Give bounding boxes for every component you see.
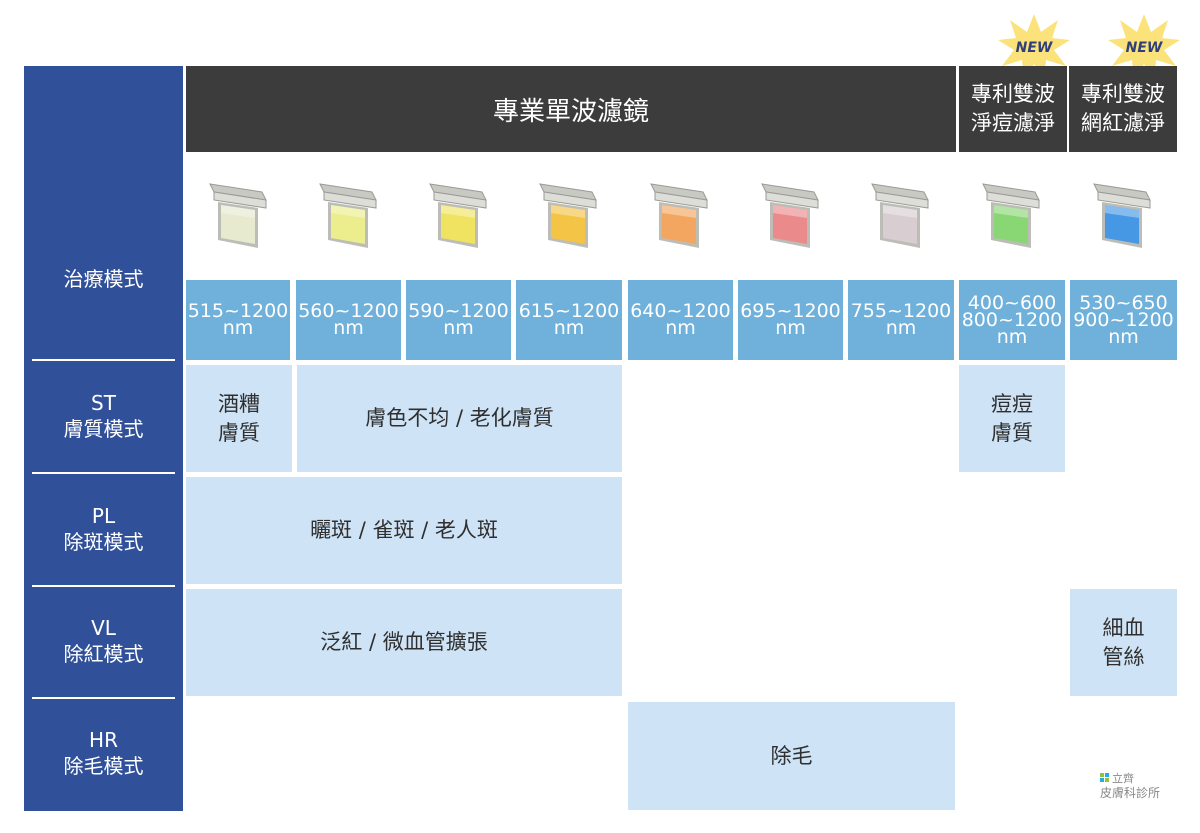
indication-spots: 曬斑 / 雀斑 / 老人斑 <box>186 477 622 584</box>
mode-label-vl: VL 除紅模式 <box>24 615 183 667</box>
filter-cartridge-image <box>319 183 377 248</box>
wavelength-range: 800~1200 <box>961 308 1063 331</box>
wavelength-range: 560~1200 <box>298 300 399 322</box>
wavelength-cell: 530~650 900~1200 nm <box>1070 280 1177 360</box>
mode-divider <box>32 472 175 474</box>
filter-cartridge-image <box>429 183 487 248</box>
indication-hair-removal: 除毛 <box>628 702 955 810</box>
indication-rosacea-skin: 酒糟 膚質 <box>186 365 292 472</box>
header-patent-acne-line2: 淨痘濾淨 <box>971 111 1055 135</box>
indication-line: 膚質 <box>218 420 260 445</box>
mode-code: PL <box>91 504 116 528</box>
mode-code: HR <box>89 728 118 752</box>
filter-cartridge-image <box>209 183 267 248</box>
header-patent-red: 專利雙波 網紅濾淨 <box>1069 66 1177 152</box>
wavelength-unit: nm <box>775 317 806 339</box>
filter-cartridge-image <box>871 183 929 248</box>
filter-cartridge-image <box>761 183 819 248</box>
header-separator <box>1067 70 1069 146</box>
mode-name: 膚質模式 <box>63 417 144 441</box>
wavelength-cell: 515~1200 nm <box>186 280 290 360</box>
wavelength-cell: 400~600 800~1200 nm <box>959 280 1065 360</box>
mode-label-pl: PL 除斑模式 <box>24 503 183 555</box>
mode-label-st: ST 膚質模式 <box>24 390 183 442</box>
mode-divider <box>32 359 175 361</box>
wavelength-unit: nm <box>222 317 254 339</box>
header-separator <box>957 70 959 146</box>
mode-code: ST <box>91 391 116 415</box>
mode-divider <box>32 697 175 699</box>
svg-text:立齊: 立齊 <box>1112 771 1134 785</box>
new-badge-burst <box>1108 14 1180 80</box>
header-single-wave-filters: 專業單波濾鏡 <box>186 66 956 152</box>
wavelength-cell: 640~1200 nm <box>628 280 733 360</box>
indication-redness: 泛紅 / 微血管擴張 <box>186 589 622 696</box>
mode-column-title: 治療模式 <box>63 267 144 291</box>
clinic-logo: 立齊 皮膚科診所 <box>1100 771 1160 800</box>
new-badge-label: NEW <box>1125 40 1163 56</box>
wavelength-range: 755~1200 <box>850 300 952 322</box>
header-patent-acne-line1: 專利雙波 <box>971 82 1055 106</box>
wavelength-cell: 695~1200 nm <box>738 280 843 360</box>
wavelength-unit: nm <box>553 317 585 339</box>
wavelength-range: 515~1200 <box>187 300 289 322</box>
wavelength-range: 400~600 <box>967 291 1057 314</box>
indication-line: 管絲 <box>1102 644 1145 669</box>
wavelength-cell: 615~1200 nm <box>516 280 622 360</box>
wavelength-unit: nm <box>1108 325 1139 348</box>
filter-cartridge-image <box>650 183 708 248</box>
wavelength-range: 640~1200 <box>630 300 731 322</box>
filter-cartridge-image <box>539 183 597 248</box>
mode-column <box>24 66 183 811</box>
mode-name: 除斑模式 <box>63 530 144 554</box>
svg-text:皮膚科診所: 皮膚科診所 <box>1100 785 1160 800</box>
indication-line: 酒糟 <box>218 391 260 416</box>
wavelength-unit: nm <box>443 317 474 339</box>
indication-line: 細血 <box>1102 615 1145 640</box>
wavelength-cell: 560~1200 nm <box>296 280 401 360</box>
filter-cartridge-image <box>1093 183 1151 248</box>
wavelength-range: 695~1200 <box>740 300 841 322</box>
wavelength-range: 900~1200 <box>1073 308 1174 331</box>
mode-label-hr: HR 除毛模式 <box>24 727 183 779</box>
wavelength-unit: nm <box>885 317 917 339</box>
indication-capillaries: 細血 管絲 <box>1070 589 1177 696</box>
mode-name: 除紅模式 <box>63 642 144 666</box>
wavelength-range: 615~1200 <box>518 300 620 322</box>
mode-divider <box>32 585 175 587</box>
mode-code: VL <box>91 616 116 640</box>
header-patent-red-line1: 專利雙波 <box>1081 82 1165 106</box>
wavelength-range: 530~650 <box>1079 291 1168 314</box>
header-patent-red-line2: 網紅濾淨 <box>1081 111 1165 135</box>
wavelength-cell: 590~1200 nm <box>406 280 511 360</box>
header-patent-acne: 專利雙波 淨痘濾淨 <box>959 66 1067 152</box>
wavelength-unit: nm <box>665 317 696 339</box>
wavelength-unit: nm <box>996 325 1028 348</box>
indication-uneven-aging-skin: 膚色不均 / 老化膚質 <box>297 365 622 472</box>
wavelength-range: 590~1200 <box>408 300 509 322</box>
new-badge-label: NEW <box>1015 40 1053 56</box>
mode-name: 除毛模式 <box>63 754 144 778</box>
new-badge-burst <box>998 14 1070 80</box>
indication-line: 膚質 <box>991 420 1033 445</box>
filter-cartridge-image <box>982 183 1040 248</box>
indication-acne-skin: 痘痘 膚質 <box>959 365 1065 472</box>
wavelength-unit: nm <box>333 317 364 339</box>
indication-line: 痘痘 <box>991 391 1033 416</box>
wavelength-cell: 755~1200 nm <box>848 280 954 360</box>
